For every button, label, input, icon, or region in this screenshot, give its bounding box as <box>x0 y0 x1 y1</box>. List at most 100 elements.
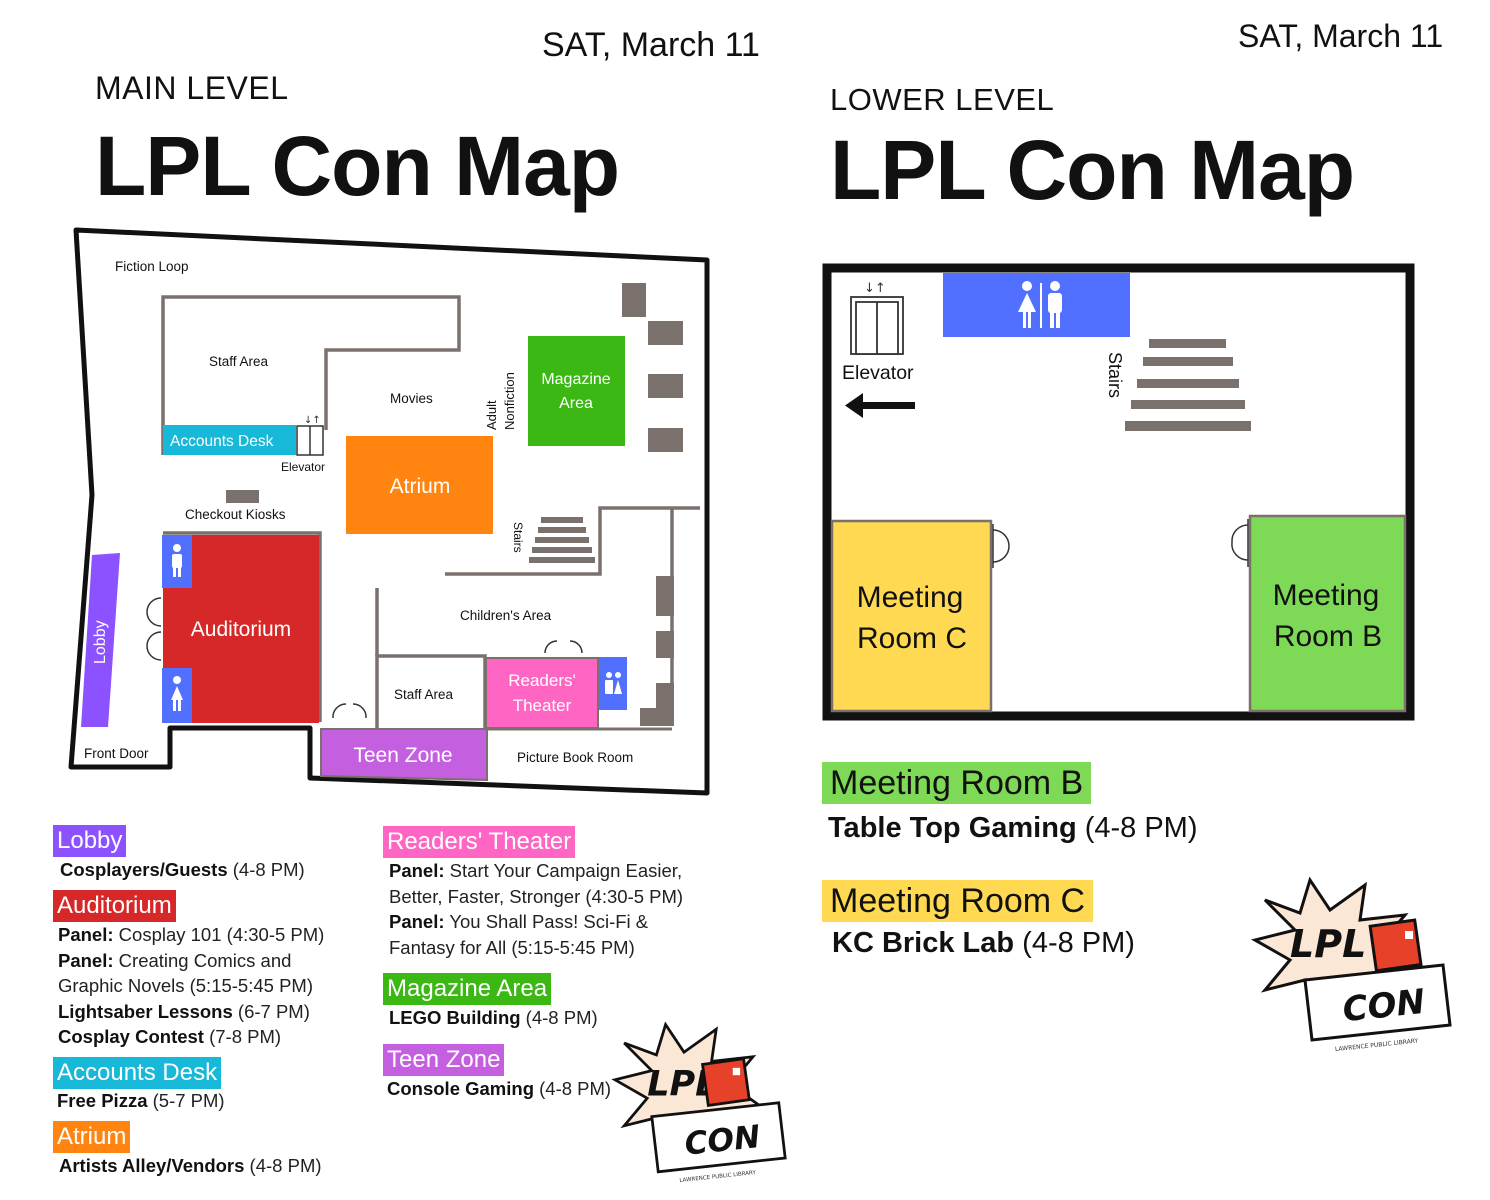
legend-meeting-c-text: KC Brick Lab (4-8 PM) <box>832 927 1135 960</box>
legend-line-rest: Cosplay 101 (4:30-5 PM) <box>113 924 325 945</box>
shelves <box>226 283 683 726</box>
zone-accounts-desk <box>163 425 296 455</box>
childrens-wall <box>445 506 700 576</box>
fiction-loop-wall <box>161 295 461 455</box>
zone-atrium <box>346 436 493 534</box>
legend-line: Lightsaber Lessons (6-7 PM) <box>58 999 324 1025</box>
legend-line: Cosplay Contest (7-8 PM) <box>58 1024 324 1050</box>
legend-auditorium-text: Panel: Cosplay 101 (4:30-5 PM)Panel: Cre… <box>58 922 324 1050</box>
label-teen-zone: Teen Zone <box>353 744 452 767</box>
lower-restroom-icon <box>1018 281 1062 328</box>
lower-restroom-zone <box>943 273 1130 337</box>
label-magazine: Magazine <box>541 371 610 388</box>
zone-meeting-room-c <box>830 519 993 713</box>
legend-meeting-b-title: Meeting Room B <box>822 762 1092 804</box>
lower-arrow-left-icon <box>845 393 915 418</box>
legend-line-bold: Cosplay Contest <box>58 1026 204 1048</box>
legend-line-rest: (7-8 PM) <box>203 1026 282 1048</box>
legend-teen-zone-title: Teen Zone <box>383 1044 505 1076</box>
legend-line-rest: (5-7 PM) <box>147 1090 225 1111</box>
legend-line: LEGO Building (4-8 PM) <box>389 1005 598 1031</box>
legend-readers-theater-text: Panel: Start Your Campaign Easier,Better… <box>389 858 683 960</box>
restroom-person-icon <box>171 544 622 711</box>
lpl-con-logo-small: LPL CON LAWRENCE PUBLIC LIBRARY <box>611 1021 787 1184</box>
legend-line-bold: LEGO Building <box>389 1007 521 1028</box>
legend-meeting-b-rest: (4-8 PM) <box>1076 812 1198 844</box>
legend-line-bold: Cosplayers/Guests <box>60 859 228 880</box>
legend-line: Fantasy for All (5:15-5:45 PM) <box>389 935 683 961</box>
legend-meeting-c-title: Meeting Room C <box>822 880 1094 922</box>
legend-line-rest: (6-7 PM) <box>232 1000 310 1022</box>
main-date: SAT, March 11 <box>542 26 760 64</box>
legend-line-rest: Graphic Novels (5:15-5:45 PM) <box>58 975 313 997</box>
legend-line-rest: Creating Comics and <box>113 949 292 971</box>
legend-line-bold: Panel: <box>58 924 114 945</box>
legend-line-bold: Lightsaber Lessons <box>58 1000 233 1022</box>
legend-lobby-text: Cosplayers/Guests (4-8 PM) <box>60 857 305 883</box>
label-elevator-main: Elevator <box>281 460 325 474</box>
legend-line-bold: Panel: <box>58 949 114 971</box>
legend-atrium-title: Atrium <box>53 1121 131 1153</box>
auditorium-wall <box>163 531 322 722</box>
label-elevator-lower: Elevator <box>842 362 914 384</box>
legend-line-bold: Console Gaming <box>387 1078 534 1099</box>
legend-line-bold: Free Pizza <box>57 1090 148 1111</box>
lower-stairs-icon <box>1125 339 1251 431</box>
legend-line-rest: Fantasy for All (5:15-5:45 PM) <box>389 936 635 958</box>
legend-teen-zone-text: Console Gaming (4-8 PM) <box>387 1076 611 1102</box>
label-magazine-area: Area <box>559 395 593 412</box>
legend-meeting-c-bold: KC Brick Lab <box>832 927 1015 959</box>
legend-line-bold: Panel: <box>389 911 445 933</box>
legend-line-rest: Start Your Campaign Easier, <box>444 860 683 881</box>
legend-auditorium-title: Auditorium <box>53 890 176 922</box>
logo-con-text: CON <box>683 1119 762 1163</box>
label-meeting-b-2: Room B <box>1274 620 1382 653</box>
label-picture-book-room: Picture Book Room <box>517 750 633 765</box>
legend-atrium-text: Artists Alley/Vendors (4-8 PM) <box>59 1153 322 1179</box>
legend-line: Panel: Start Your Campaign Easier, <box>389 858 683 884</box>
zone-meeting-room-b <box>1248 514 1407 713</box>
lower-title: LPL Con Map <box>830 123 1355 217</box>
logo-lpl-text-large: LPL <box>1290 922 1366 966</box>
legend-accounts-desk-text: Free Pizza (5-7 PM) <box>57 1088 225 1114</box>
label-auditorium: Auditorium <box>191 618 291 641</box>
legend-line: Free Pizza (5-7 PM) <box>57 1088 225 1114</box>
main-title: LPL Con Map <box>95 119 620 213</box>
legend-line: Artists Alley/Vendors (4-8 PM) <box>59 1153 322 1179</box>
legend-line-bold: Artists Alley/Vendors <box>59 1155 245 1176</box>
legend-line-bold: Panel: <box>389 860 445 881</box>
legend-meeting-b-bold: Table Top Gaming <box>828 812 1077 844</box>
label-atrium: Atrium <box>390 475 451 498</box>
legend-line: Console Gaming (4-8 PM) <box>387 1076 611 1102</box>
label-movies: Movies <box>390 391 433 406</box>
label-theater: Theater <box>513 696 572 715</box>
legend-line-rest: (4-8 PM) <box>227 859 305 880</box>
legend-magazine-area-text: LEGO Building (4-8 PM) <box>389 1005 598 1031</box>
logo-tagline-large: LAWRENCE PUBLIC LIBRARY <box>1335 1037 1419 1053</box>
label-checkout-kiosks: Checkout Kiosks <box>185 507 286 522</box>
zone-magazine-area <box>528 336 625 446</box>
svg-text:↓↑: ↓↑ <box>304 415 321 426</box>
label-accounts-desk: Accounts Desk <box>170 433 274 450</box>
lower-elevator-icon <box>850 296 904 355</box>
legend-accounts-desk-title: Accounts Desk <box>53 1057 222 1089</box>
label-staff-area-bottom: Staff Area <box>394 687 454 702</box>
lower-date: SAT, March 11 <box>1238 18 1444 54</box>
legend-lobby-title: Lobby <box>53 825 127 857</box>
label-meeting-b-1: Meeting <box>1273 579 1380 612</box>
label-staff-area-top: Staff Area <box>209 354 269 369</box>
legend-line: Cosplayers/Guests (4-8 PM) <box>60 857 305 883</box>
label-stairs-lower: Stairs <box>1105 352 1125 398</box>
legend-meeting-b-text: Table Top Gaming (4-8 PM) <box>828 812 1198 845</box>
legend-line-rest: (4-8 PM) <box>244 1155 322 1176</box>
legend-line: Better, Faster, Stronger (4:30-5 PM) <box>389 884 683 910</box>
label-childrens-area: Children's Area <box>460 608 552 623</box>
lower-door-icons <box>992 519 1249 568</box>
label-fiction-loop: Fiction Loop <box>115 259 189 274</box>
label-lobby: Lobby <box>92 620 109 664</box>
label-meeting-c-2: Room C <box>857 622 967 655</box>
label-stairs-main: Stairs <box>511 522 525 553</box>
legend-line-rest: (4-8 PM) <box>534 1078 612 1099</box>
lower-level-label: LOWER LEVEL <box>830 82 1055 117</box>
